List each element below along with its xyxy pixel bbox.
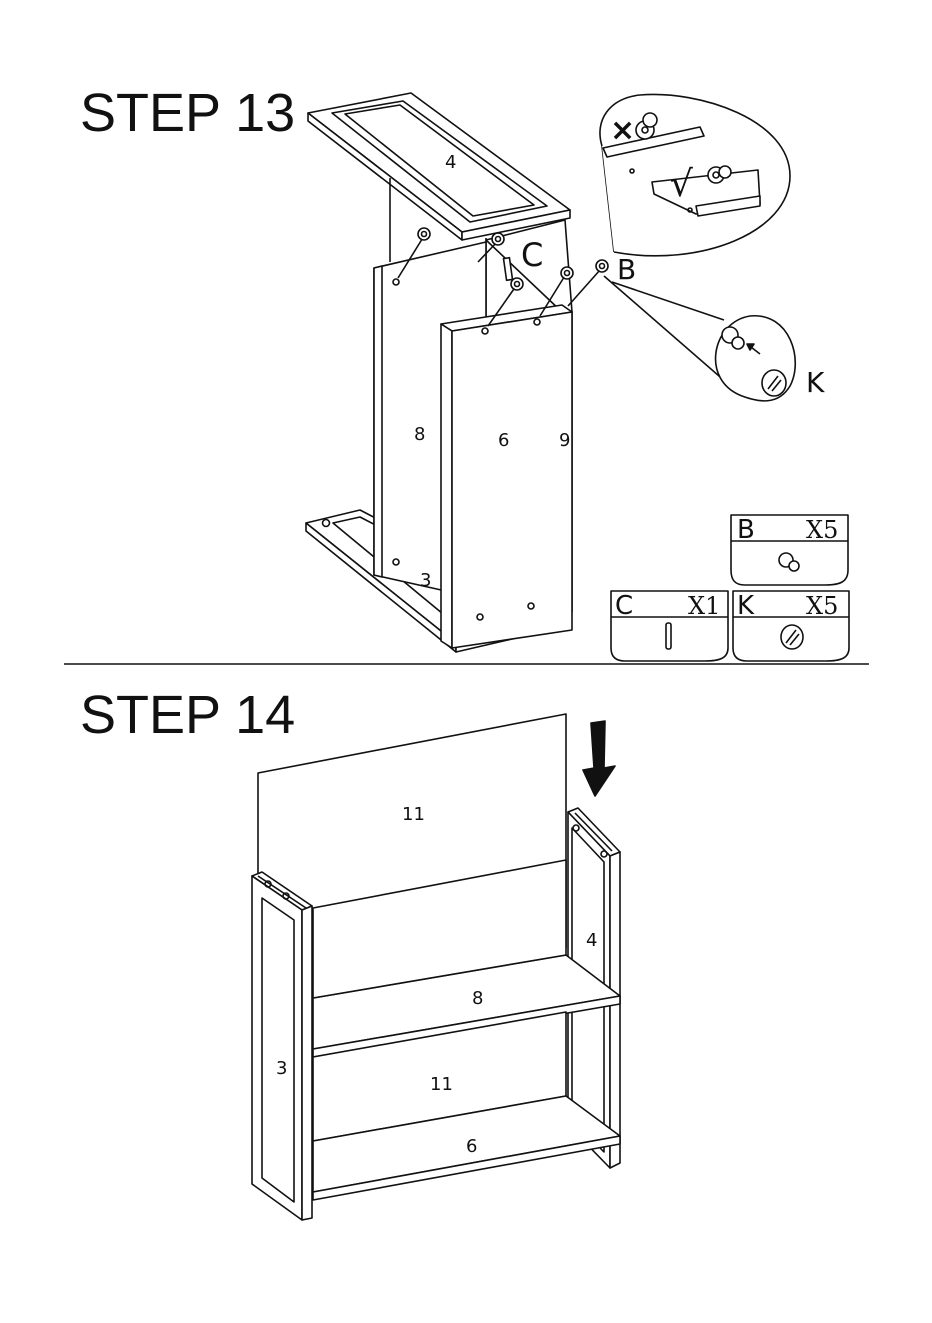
label-panel-11-back: 11: [402, 804, 425, 825]
part-b-letter: B: [737, 515, 755, 545]
part-c-letter: C: [615, 591, 633, 621]
wrong-mark: ×: [610, 113, 635, 148]
part-c-box: C X1: [611, 591, 728, 661]
label-panel-3: 3: [420, 570, 431, 591]
detail-cover-cap: [604, 276, 795, 401]
label-panel-6: 6: [498, 430, 509, 451]
part-b-box: B X5: [731, 515, 848, 585]
detail-cam-orientation: × √: [600, 94, 790, 255]
part-k-box: K X5: [733, 591, 849, 661]
label-panel-8-shelf: 8: [472, 988, 483, 1009]
right-mark: √: [670, 164, 693, 205]
panel-3-left-side: [252, 872, 312, 1220]
label-panel-9: 9: [559, 430, 570, 451]
callout-k-label: K: [806, 366, 825, 399]
part-k-letter: K: [737, 591, 755, 621]
label-panel-3-side: 3: [276, 1058, 287, 1079]
callout-c-label: C: [521, 236, 543, 274]
step-13-drawing: 4 8 6 9 3 C B K × √: [306, 93, 849, 661]
label-panel-8: 8: [414, 424, 425, 445]
label-panel-4-side: 4: [586, 930, 597, 951]
parts-list: B X5 C X1 K X5: [611, 515, 849, 661]
label-panel-4: 4: [445, 152, 456, 173]
callout-b-label: B: [617, 253, 636, 286]
label-panel-6-shelf: 6: [466, 1136, 477, 1157]
part-k-qty: X5: [806, 592, 838, 620]
label-panel-11-lower: 11: [430, 1074, 453, 1095]
insert-direction-arrow: [583, 721, 615, 796]
part-b-qty: X5: [806, 516, 838, 544]
cover-cap-icon: [781, 625, 803, 649]
step-14-drawing: 11 4 8 11 6 3: [252, 714, 620, 1220]
panel-6-front: [441, 305, 572, 648]
panel-4-top: [308, 93, 570, 240]
part-c-qty: X1: [688, 592, 720, 620]
dowel-icon: [666, 623, 671, 649]
